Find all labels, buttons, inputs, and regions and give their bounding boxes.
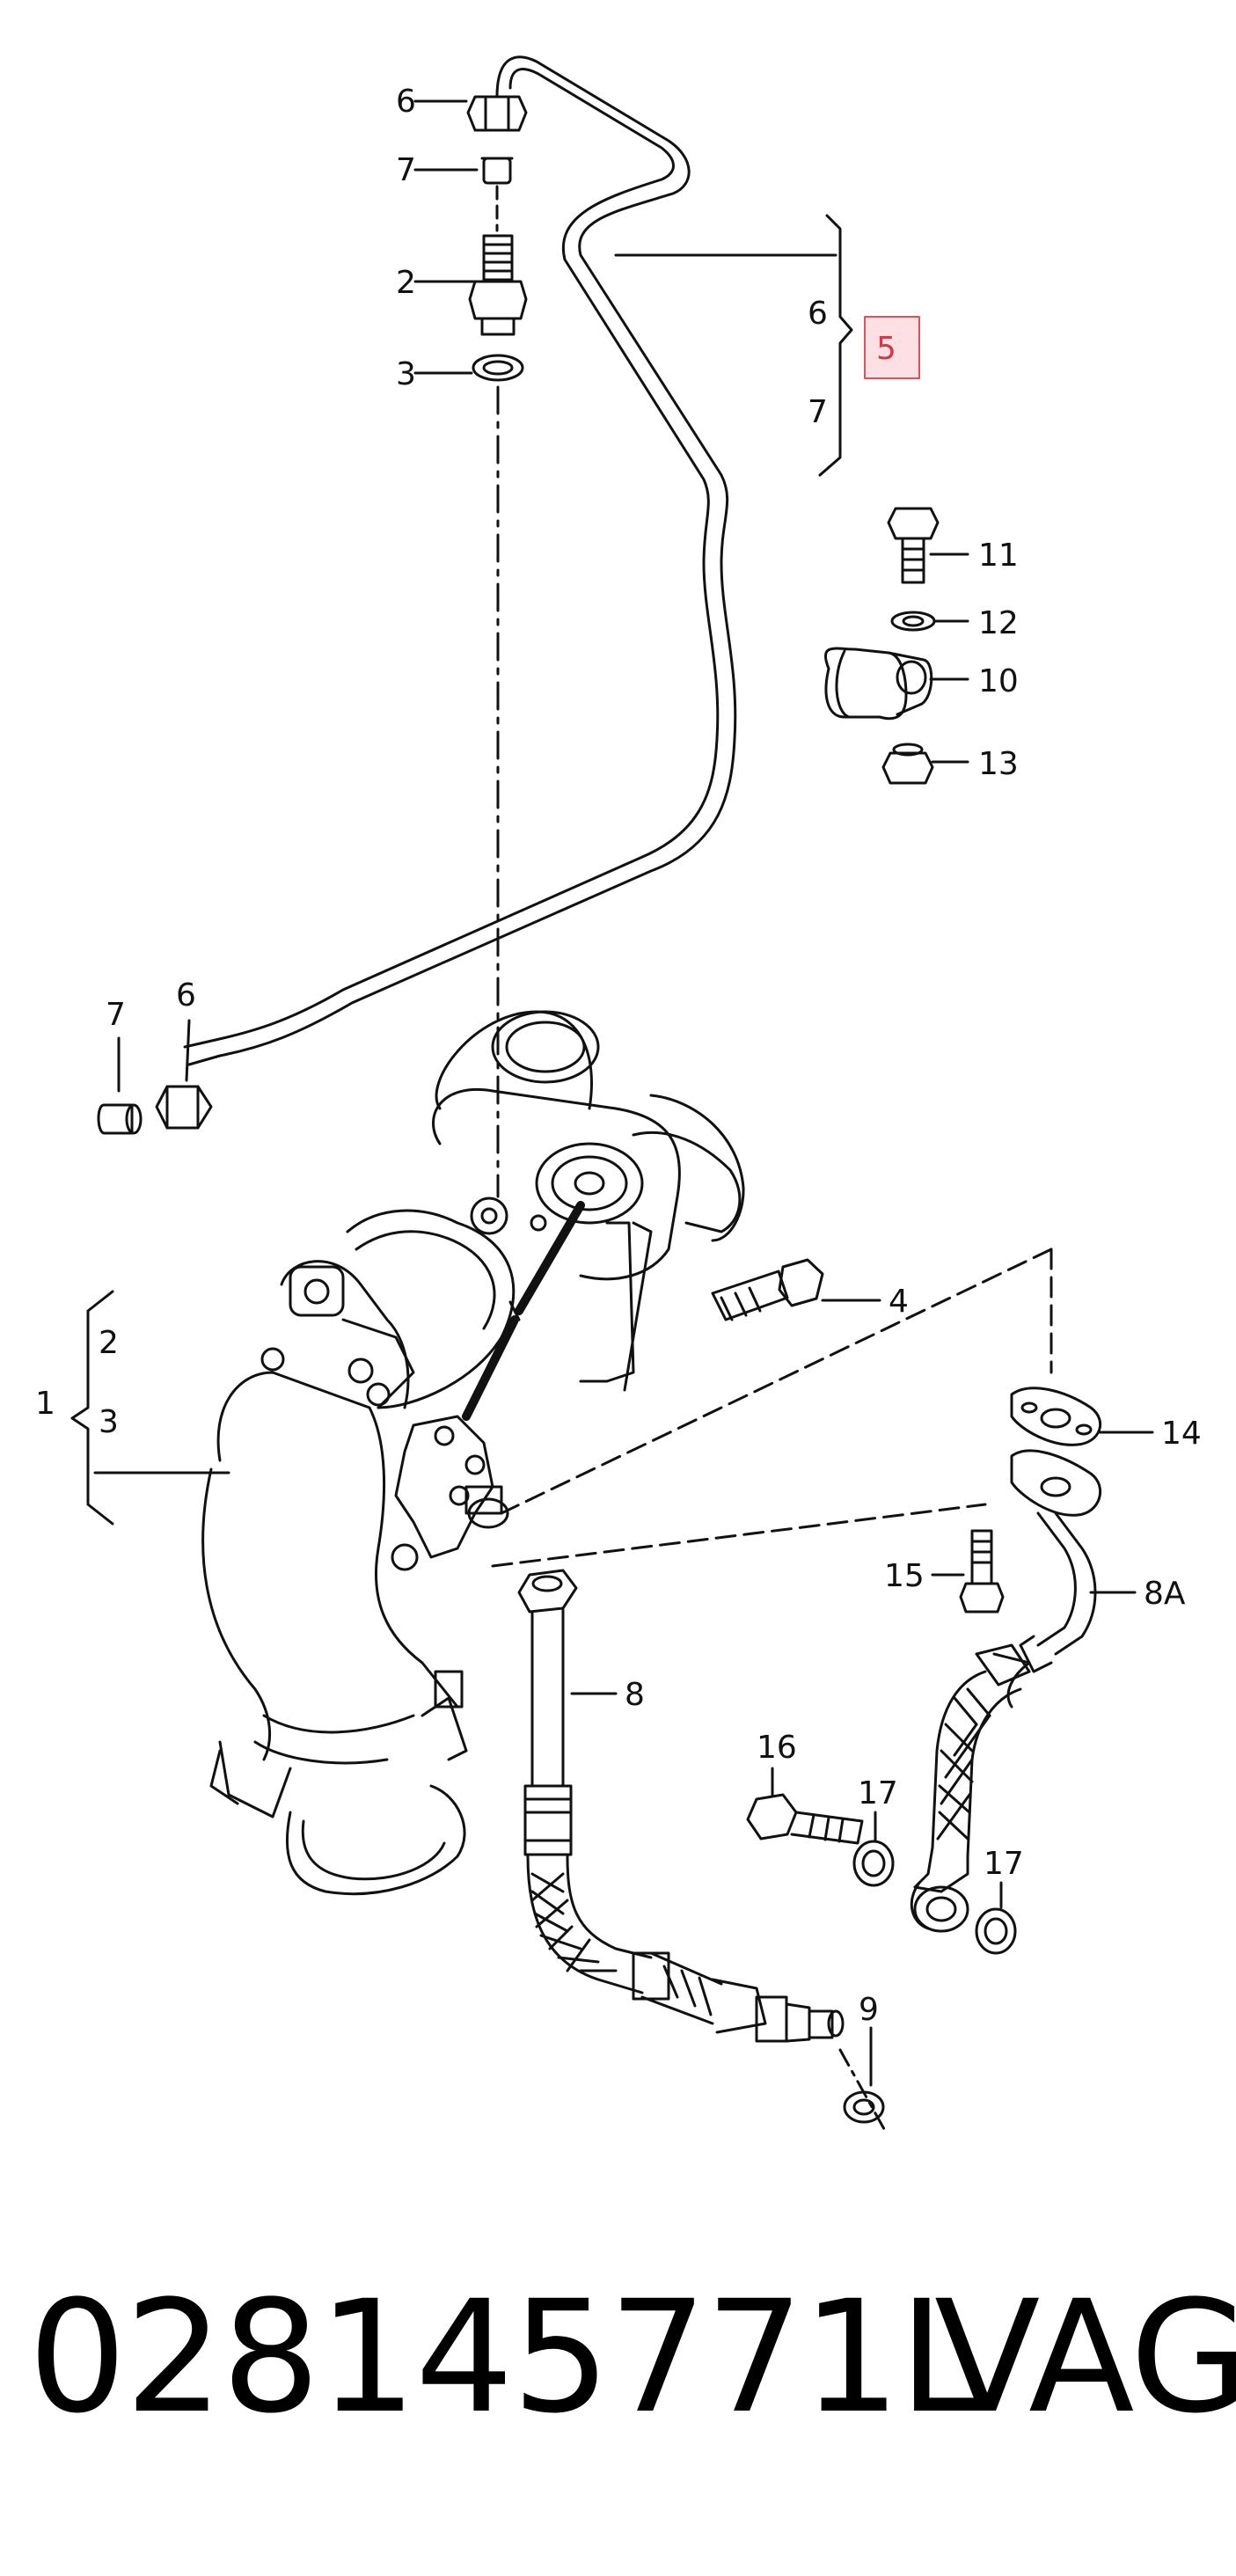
label-13: 13 (978, 746, 1019, 782)
label-14: 14 (1161, 1416, 1202, 1452)
bracket-1 (70, 1290, 230, 1526)
label-2-left: 2 (99, 1325, 119, 1361)
label-17-b: 17 (984, 1846, 1024, 1882)
seal-ring-17a (852, 1811, 895, 1887)
label-1: 1 (35, 1386, 55, 1422)
label-3-top: 3 (396, 356, 416, 392)
label-bracket-7: 7 (808, 394, 828, 430)
label-bracket-5: 5 (876, 331, 896, 367)
label-10: 10 (978, 663, 1019, 699)
label-9: 9 (859, 1992, 879, 2028)
dashed-leader-14 (491, 1248, 1053, 1568)
label-bracket-6: 6 (808, 296, 828, 332)
turbocharger (201, 1010, 745, 1896)
union-fitting (413, 185, 528, 336)
bracket-5 (818, 214, 853, 477)
part-number: 028145771L (28, 2267, 985, 2448)
label-15: 15 (884, 1558, 925, 1594)
label-3-left: 3 (99, 1404, 119, 1440)
washer-12 (890, 611, 969, 632)
seal-ring-17b (975, 1881, 1017, 1955)
label-11: 11 (978, 538, 1019, 574)
label-7-left: 7 (106, 997, 126, 1033)
label-8A: 8A (1144, 1576, 1186, 1612)
gasket-14 (1010, 1387, 1154, 1446)
cap-left (97, 1036, 143, 1135)
label-2-top: 2 (396, 265, 416, 301)
seal-ring-9 (838, 2026, 886, 2131)
label-17-a: 17 (858, 1775, 898, 1811)
bolt-4 (711, 1258, 881, 1321)
oil-return-pipe-8A (910, 1449, 1137, 1933)
cap-top (413, 157, 514, 185)
brand-name: VAG (934, 2267, 1236, 2448)
nut-13 (881, 743, 969, 785)
label-6-left: 6 (176, 977, 196, 1014)
oil-return-hose-8 (517, 1569, 845, 2043)
label-6-top: 6 (396, 84, 416, 120)
caption: 028145771L VAG (0, 2274, 1236, 2441)
bolt-16 (746, 1767, 864, 1845)
oil-feed-pipe (183, 55, 837, 1066)
bolt-11 (887, 507, 969, 584)
label-4: 4 (889, 1284, 909, 1320)
seal-ring-top (413, 354, 524, 382)
label-8: 8 (625, 1677, 645, 1713)
union-nut-top (413, 95, 528, 132)
bolt-15 (931, 1529, 1005, 1614)
union-nut-left (155, 1019, 213, 1130)
label-16: 16 (757, 1730, 797, 1766)
label-7-top: 7 (396, 152, 416, 188)
clamp-10 (823, 647, 969, 721)
label-12: 12 (978, 605, 1019, 641)
highlight-box-5 (864, 316, 920, 379)
